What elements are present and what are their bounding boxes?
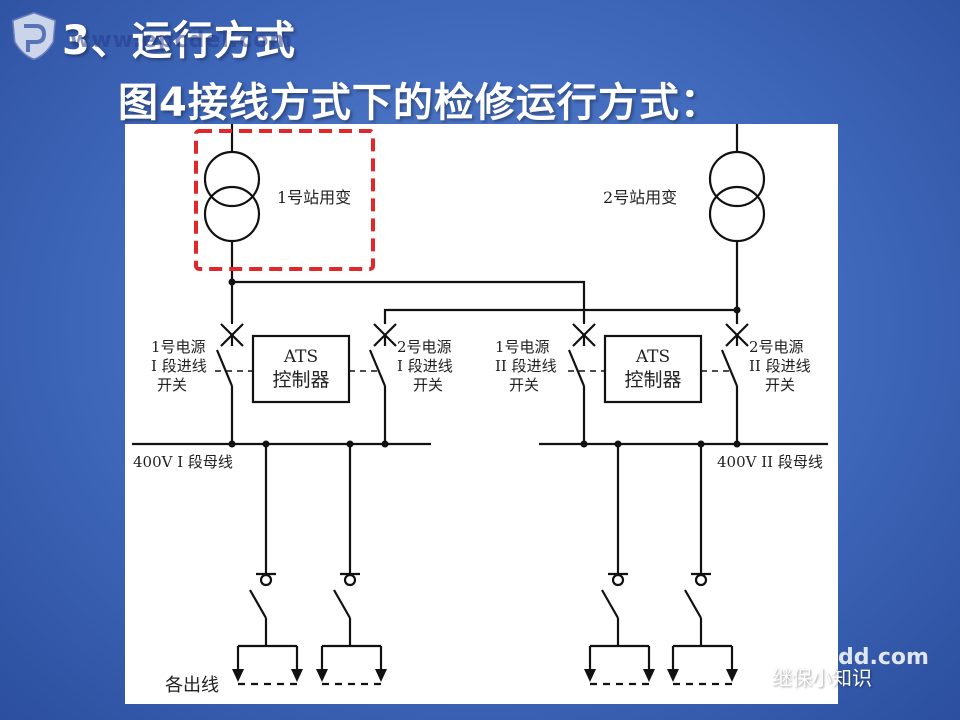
maintenance-highlight-box: [194, 129, 375, 271]
feeder-2: [333, 444, 360, 646]
breaker-1-1-line-3: 开关: [157, 376, 187, 394]
breaker-2-2-line-2: II 段进线: [749, 357, 811, 375]
slide-heading: 3、运行方式: [62, 18, 296, 64]
switch-2-2: [720, 335, 739, 444]
breaker-2-1-line-3: 开关: [509, 376, 539, 394]
breaker-2-1-line-1: 1号电源: [495, 338, 550, 356]
bus-1-label: 400V I 段母线: [133, 453, 233, 471]
arrow-4b: [726, 669, 738, 682]
bus-2-label: 400V II 段母线: [717, 453, 823, 471]
account-name: 继保小知识: [772, 666, 872, 690]
junction-dot: [614, 440, 622, 448]
watermark-url: www.epcdel.com: [70, 28, 294, 53]
junction-dot: [262, 440, 270, 448]
outgoing-group-4: [671, 644, 734, 686]
tie-line-b: [383, 308, 737, 324]
junction-dot: [228, 440, 236, 448]
breaker-1-2-line-3: 开关: [413, 376, 443, 394]
junction-dot: [580, 440, 588, 448]
breaker-1-2-line-2: I 段进线: [397, 357, 453, 375]
junction-dot: [228, 278, 236, 286]
junction-dot: [381, 440, 389, 448]
arrow-4a: [667, 669, 679, 682]
watermark-logo: [6, 8, 62, 68]
outgoing-label: 各出线: [165, 675, 219, 696]
outgoing-group-3: [588, 644, 651, 686]
arrow-3a: [584, 669, 596, 682]
feeder-4: [684, 444, 711, 646]
slide-subheading: 图4接线方式下的检修运行方式：: [118, 80, 721, 126]
tx1-winding-bottom: [203, 185, 261, 243]
outgoing-group-2: [320, 644, 383, 686]
watermark-corner: dd.com: [838, 645, 929, 670]
arrow-1a: [232, 669, 244, 682]
tx2-label: 2号站用变: [603, 188, 677, 207]
breaker-1-2-line-1: 2号电源: [397, 338, 452, 356]
tx2-winding-bottom: [708, 185, 766, 243]
breaker-2-2-line-3: 开关: [765, 376, 795, 394]
breaker-2-2-line-1: 2号电源: [749, 338, 804, 356]
tx1-winding-top: [203, 150, 261, 208]
breaker-1-1-line-2: I 段进线: [151, 357, 207, 375]
junction-dot: [346, 440, 354, 448]
tx1-label: 1号站用变: [277, 188, 351, 207]
outgoing-group-1: [236, 644, 299, 686]
tie-line-a: [232, 280, 586, 324]
wechat-icon: [760, 666, 780, 686]
junction-dot: [733, 306, 741, 314]
arrow-3b: [643, 669, 655, 682]
ats-box-1: [251, 334, 351, 404]
ats-2-title: ATS: [635, 347, 670, 367]
ats-2-subtitle: 控制器: [624, 369, 681, 391]
ats-box-2: [603, 334, 703, 404]
shield-logo-icon: [10, 10, 58, 62]
breaker-1-1-line-1: 1号电源: [151, 338, 206, 356]
arrow-2b: [375, 669, 387, 682]
junction-dot: [733, 440, 741, 448]
feeder-1: [249, 444, 276, 646]
wiring-diagram: 1号站用变 2号站用变 1号电源 I 段进线 开关 2号电源 I 段进线 开关 …: [125, 124, 838, 704]
switch-2-1: [567, 335, 586, 444]
junction-dot: [697, 440, 705, 448]
breaker-2-1-line-2: II 段进线: [495, 357, 557, 375]
arrow-1b: [291, 669, 303, 682]
tx2-winding-top: [708, 150, 766, 208]
arrow-2a: [316, 669, 328, 682]
switch-1-1: [215, 335, 234, 444]
feeder-3: [601, 444, 628, 646]
ats-1-title: ATS: [283, 347, 318, 367]
switch-1-2: [368, 335, 387, 444]
ats-1-subtitle: 控制器: [272, 369, 329, 391]
wiring-diagram-svg: 1号站用变 2号站用变 1号电源 I 段进线 开关 2号电源 I 段进线 开关 …: [132, 124, 828, 696]
